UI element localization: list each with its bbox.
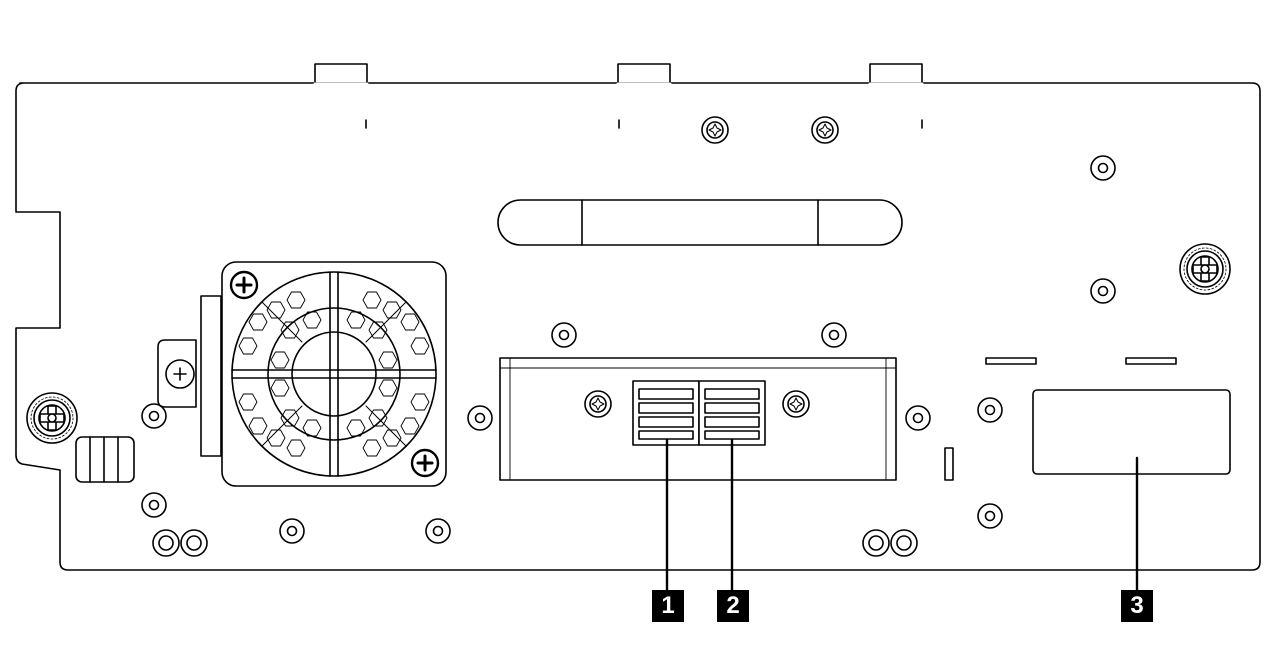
alignment-ticks [365, 119, 923, 129]
double-holes [152, 529, 918, 557]
chassis-outline [15, 82, 1261, 571]
port-2 [698, 380, 766, 446]
top-tabs [314, 63, 923, 85]
handle [497, 199, 903, 246]
label-area [1032, 389, 1231, 475]
fan-assembly [157, 261, 447, 487]
label-slots [985, 357, 1177, 365]
latch [75, 436, 135, 483]
callout-1: 1 [652, 590, 684, 622]
leader-lines [665, 438, 1139, 592]
thumbscrew-right-icon [1179, 243, 1231, 295]
port-1 [632, 380, 700, 446]
indicator-slot [944, 447, 954, 481]
thumbscrew-left-icon [26, 392, 78, 444]
callout-3: 3 [1121, 590, 1153, 622]
callout-2: 2 [717, 590, 749, 622]
